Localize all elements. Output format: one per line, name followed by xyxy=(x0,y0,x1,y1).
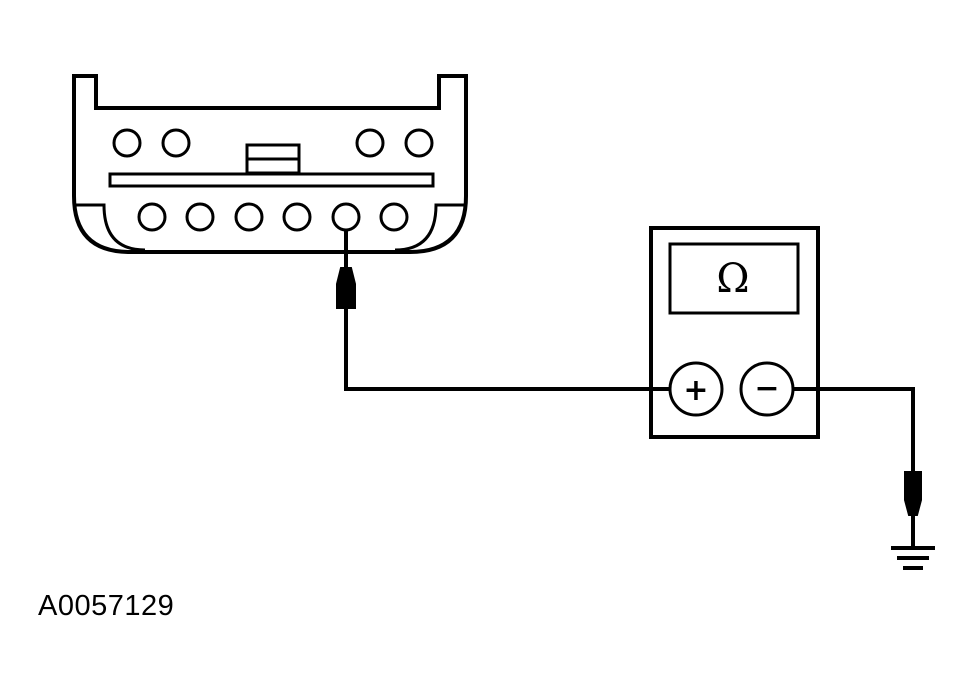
connector-pin xyxy=(185,202,215,232)
connector-pin xyxy=(137,202,167,232)
connector-pin xyxy=(282,202,312,232)
connector-housing xyxy=(72,74,468,254)
ground-icon xyxy=(891,546,935,570)
ohm-symbol: Ω xyxy=(716,256,749,302)
connector-inner-bay xyxy=(74,203,466,252)
connector-pin xyxy=(112,128,142,158)
connector-pin xyxy=(161,128,191,158)
connector-pin xyxy=(355,128,385,158)
figure-id-label: A0057129 xyxy=(38,590,175,622)
connector-key-bar xyxy=(108,172,435,188)
multimeter: Ω + − xyxy=(649,226,820,439)
multimeter-display xyxy=(668,242,800,315)
connector xyxy=(72,74,468,254)
probe-ground xyxy=(904,471,922,546)
probe-tip-icon xyxy=(904,471,922,516)
negative-sign: − xyxy=(754,371,779,406)
positive-sign: + xyxy=(683,373,708,408)
test-lead-negative xyxy=(793,387,915,472)
positive-terminal xyxy=(668,361,724,417)
test-lead-positive xyxy=(344,308,670,391)
probe-connector xyxy=(336,230,356,309)
connector-pin-probed xyxy=(331,202,361,232)
multimeter-body xyxy=(649,226,820,439)
connector-pin xyxy=(379,202,409,232)
connector-pin xyxy=(234,202,264,232)
connector-pin xyxy=(404,128,434,158)
